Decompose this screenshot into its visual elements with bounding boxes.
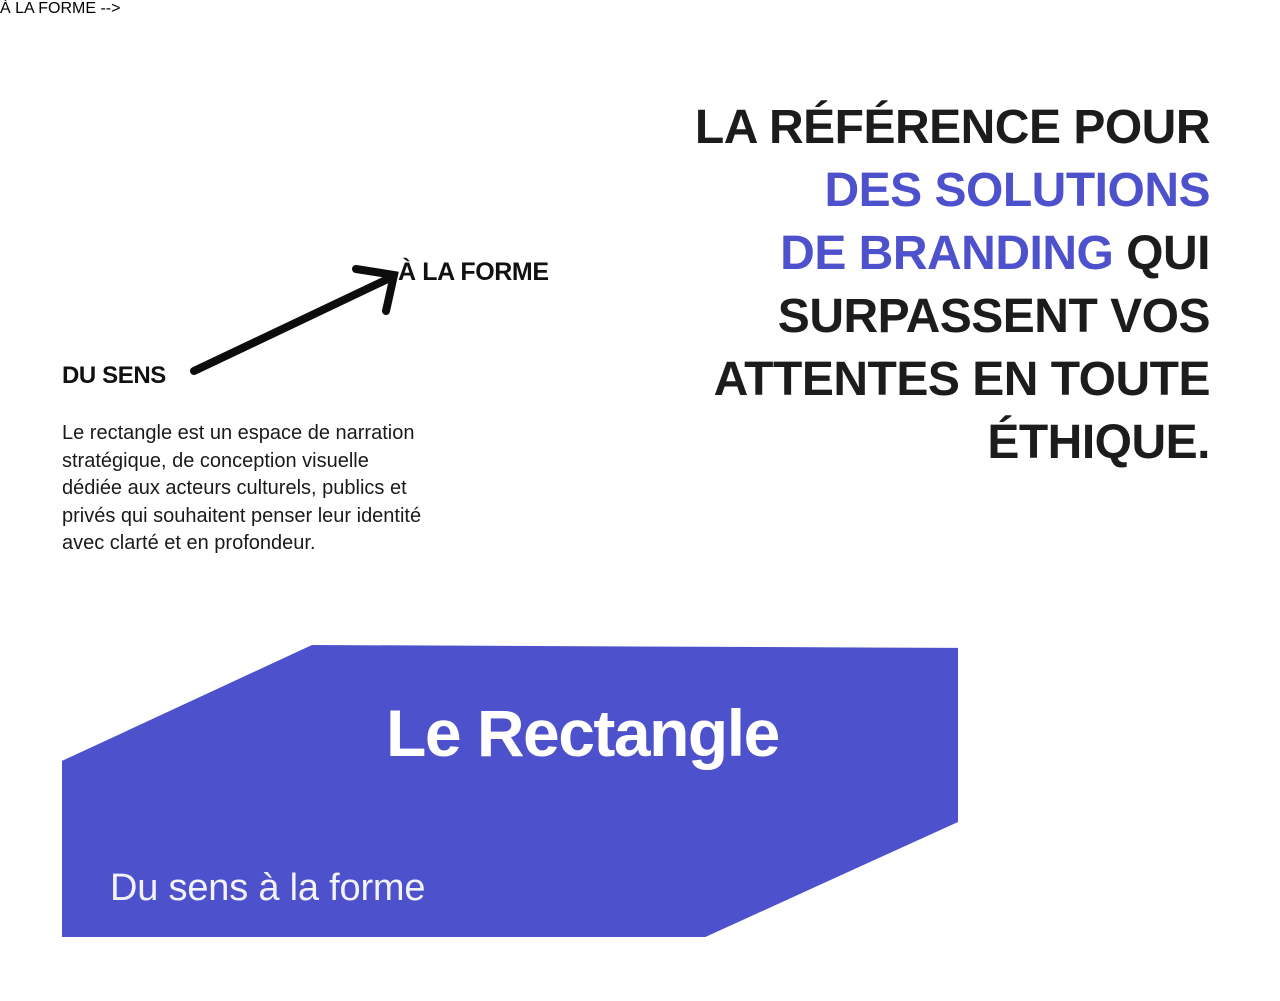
headline-line-6: ÉTHIQUE. [987, 416, 1210, 469]
headline-line-3-accent: DE BRANDING [780, 227, 1114, 280]
body-line: privés qui souhaitent penser leur identi… [62, 504, 422, 527]
headline-line-3-rest: QUI [1113, 227, 1210, 280]
brand-card-title: Le Rectangle [386, 696, 780, 770]
headline-line-1: LA RÉFÉRENCE POUR [694, 101, 1211, 154]
body-line: Le rectangle est un espace de narration [62, 422, 415, 444]
headline-line-5: ATTENTES EN TOUTE [713, 353, 1211, 406]
diagram-from-label: DU SENS [62, 362, 166, 389]
diagram-to-label: À LA FORME [398, 258, 549, 286]
headline-line-2: DES SOLUTIONS [824, 164, 1210, 217]
headline: LA RÉFÉRENCE POUR DES SOLUTIONS DE BRAND… [650, 96, 1211, 474]
body-paragraph: Le rectangle est un espace de narration … [62, 420, 532, 558]
headline-line-4: SURPASSENT VOS [777, 290, 1211, 343]
arrow-up-right-icon [190, 265, 399, 375]
body-line: stratégique, de conception visuelle [62, 449, 369, 472]
body-line: dédiée aux acteurs culturels, publics et [62, 477, 407, 499]
body-line: avec clarté et en profondeur. [62, 532, 316, 554]
brand-card-tagline: Du sens à la forme [110, 867, 426, 909]
